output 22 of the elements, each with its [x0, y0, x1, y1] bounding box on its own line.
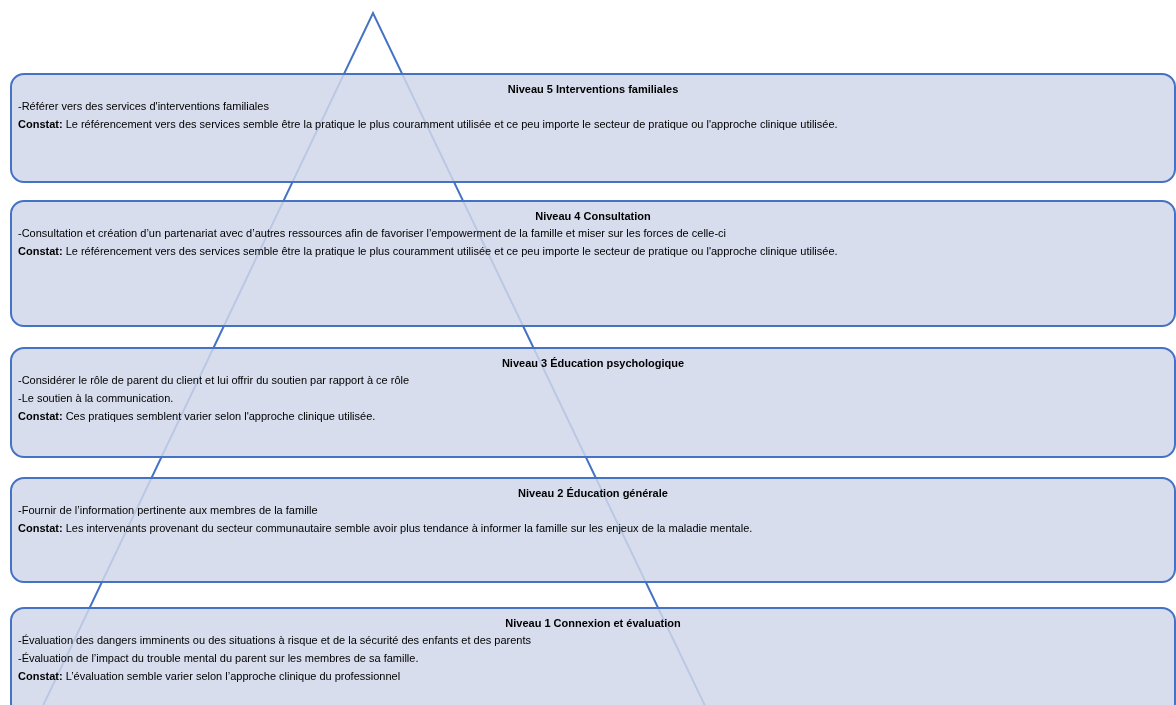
level-box	[10, 607, 1176, 705]
level-text: Constat: Le référencement vers des services semble être la pratique le plus couramment utilisée et ce peu importe le secteur de pratique ou l'approche clinique utilisée.	[18, 245, 839, 257]
level-heading: Niveau 3 Éducation psychologique	[500, 357, 686, 369]
level-text: -Consultation et création d’un partenariat avec d’autres ressources afin de favoriser l’empowerment de la famille et miser sur les forces de celle-ci	[18, 227, 727, 239]
level-text: -Évaluation des dangers imminents ou des situations à risque et de la sécurité des enfants et des parents	[18, 634, 533, 646]
level-text: Constat: Le référencement vers des services semble être la pratique le plus couramment utilisée et ce peu importe le secteur de pratique ou l'approche clinique utilisée.	[18, 118, 839, 130]
level-text: -Fournir de l’information pertinente aux membres de la famille	[18, 504, 319, 516]
level-heading: Niveau 1 Connexion et évaluation	[504, 617, 682, 629]
level-heading: Niveau 4 Consultation	[534, 210, 652, 222]
level-text: Constat: L’évaluation semble varier selon l’approche clinique du professionnel	[18, 670, 402, 682]
level-heading: Niveau 2 Éducation générale	[517, 487, 669, 499]
level-box	[10, 347, 1176, 458]
level-text: -Le soutien à la communication.	[18, 392, 175, 404]
level-box	[10, 477, 1176, 583]
level-text: -Considérer le rôle de parent du client et lui offrir du soutien par rapport à ce rôle	[18, 374, 411, 386]
level-text: Constat: Les intervenants provenant du secteur communautaire semble avoir plus tendance à informer la famille sur les enjeux de la maladie mentale.	[18, 522, 754, 534]
level-box	[10, 73, 1176, 183]
level-text: Constat: Ces pratiques semblent varier selon l'approche clinique utilisée.	[18, 410, 377, 422]
level-text: -Référer vers des services d'interventions familiales	[18, 100, 270, 112]
level-heading: Niveau 5 Interventions familiales	[506, 83, 680, 95]
level-text: -Évaluation de l’impact du trouble mental du parent sur les membres de sa famille.	[18, 652, 420, 664]
level-box	[10, 200, 1176, 327]
